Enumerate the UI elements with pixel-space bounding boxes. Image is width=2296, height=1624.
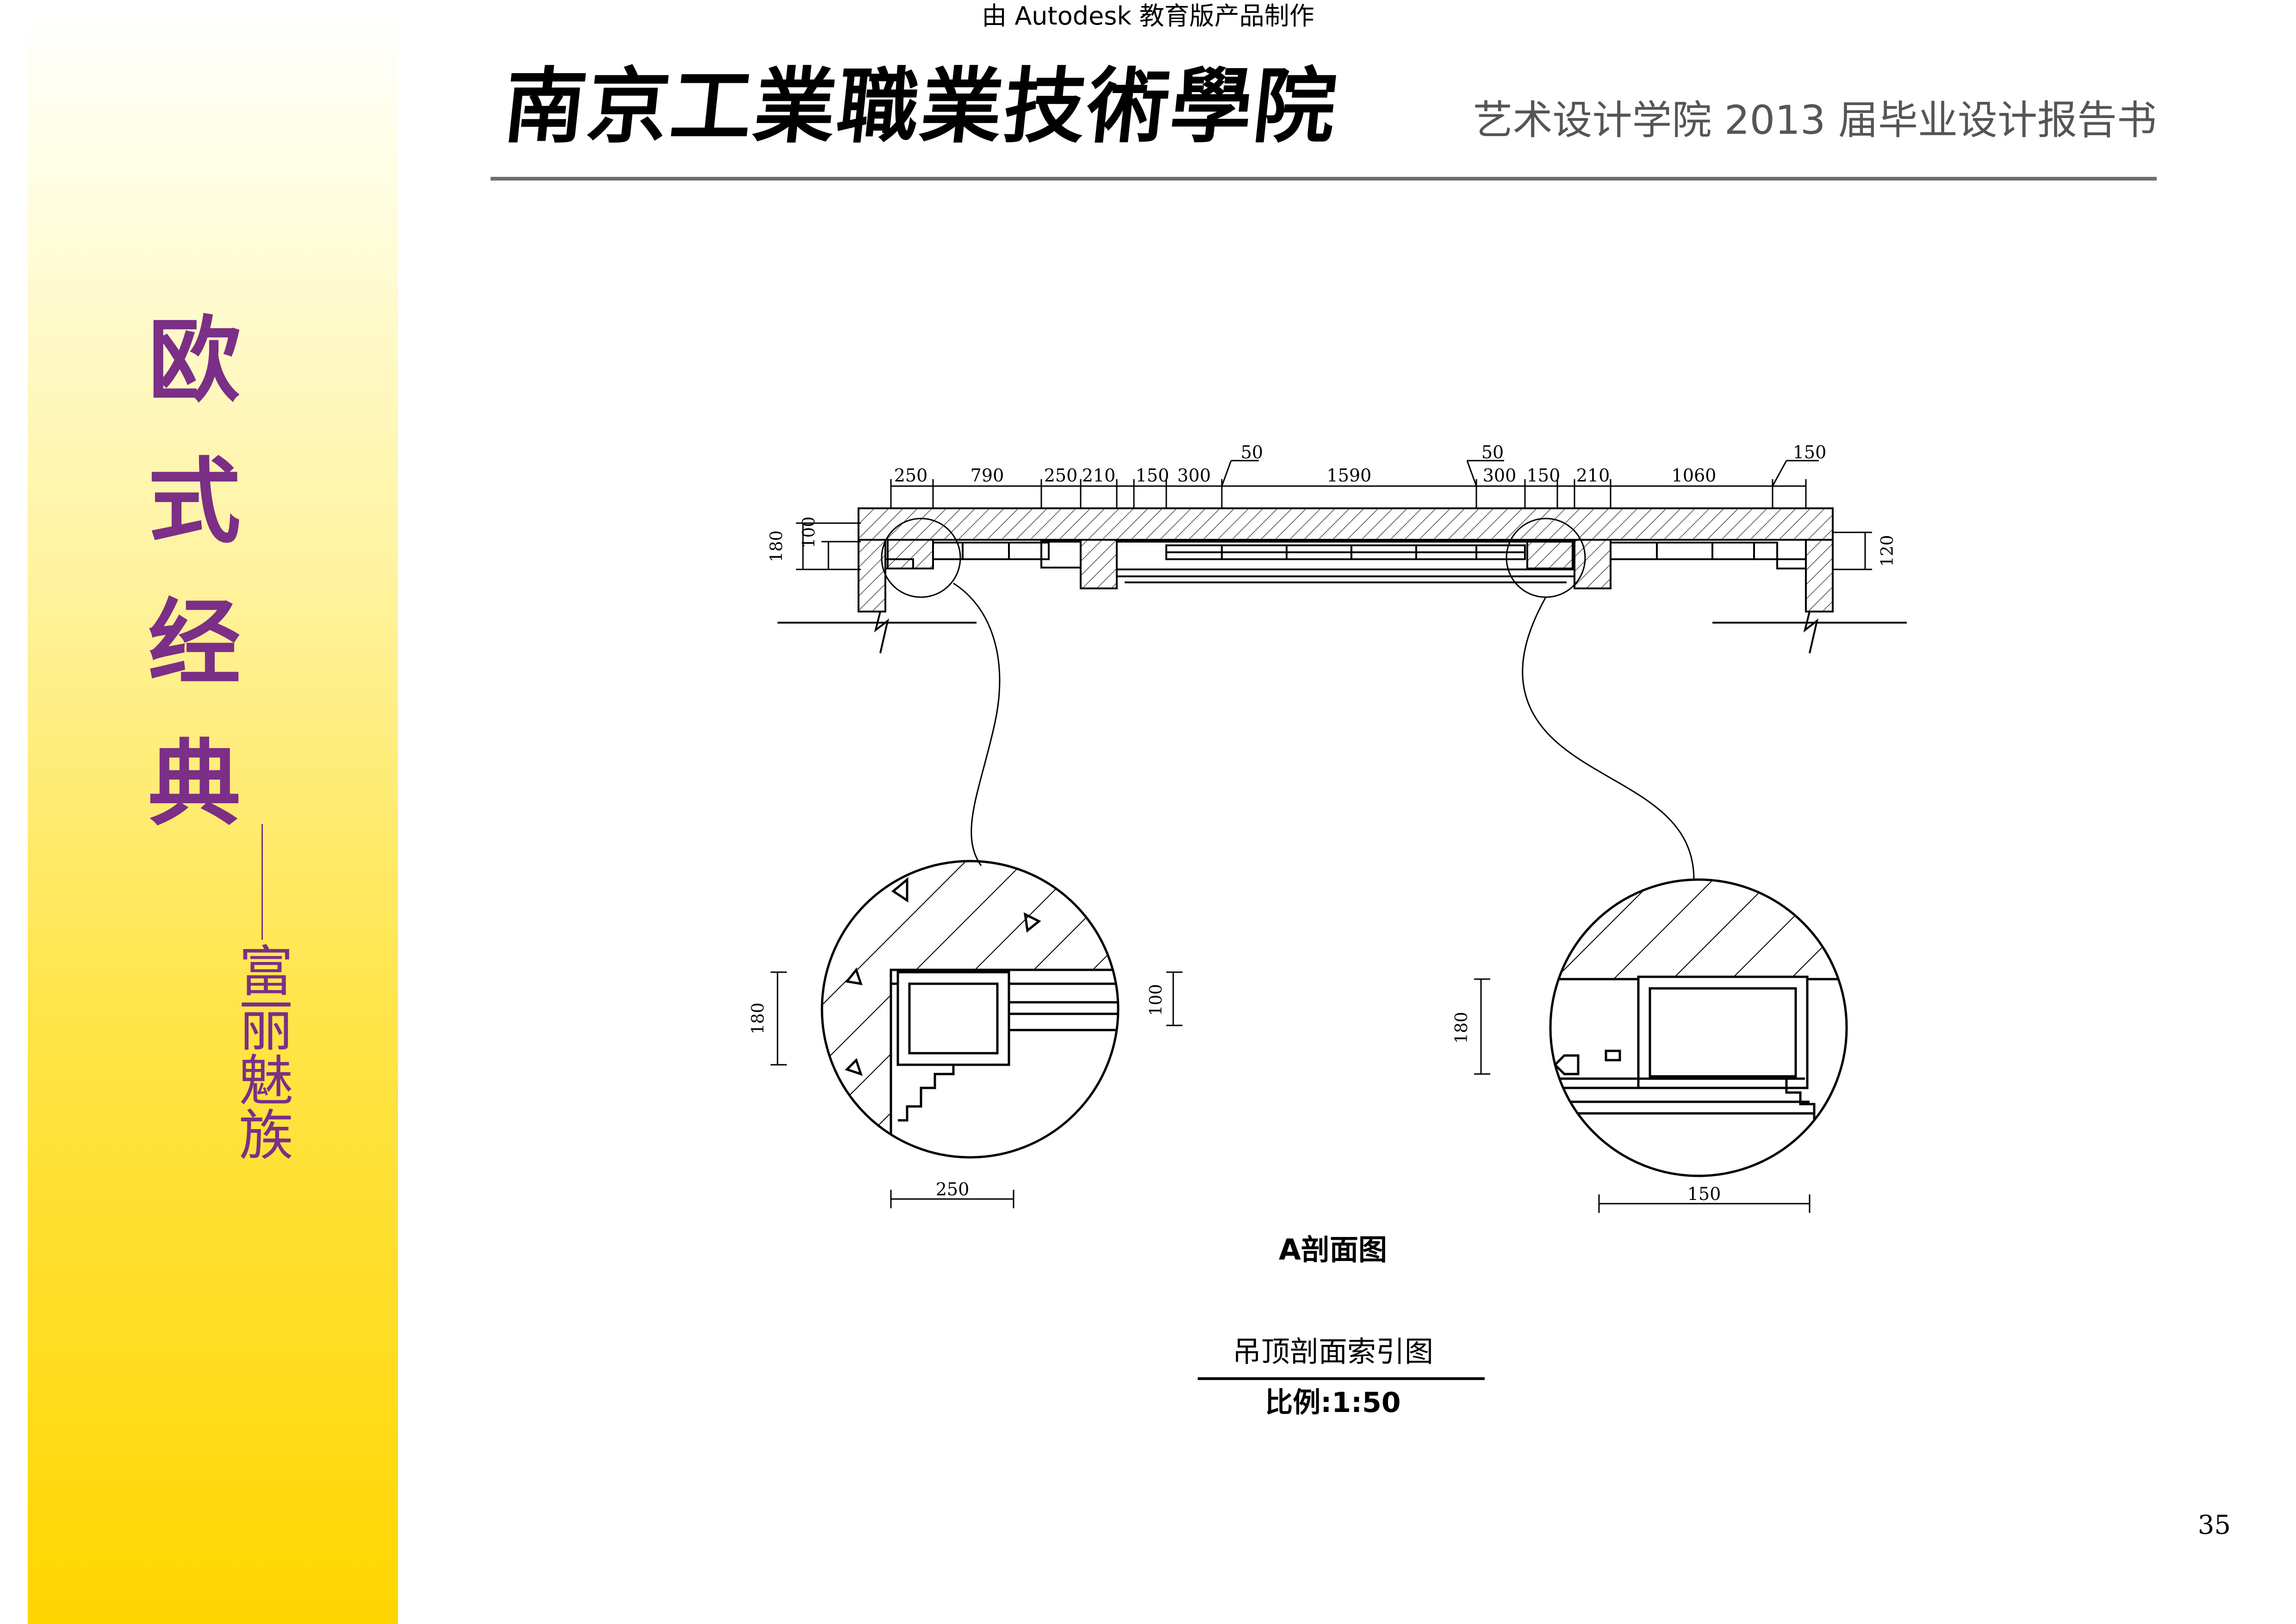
dim-label: 250 [894,465,928,486]
sidebar-dash-line [261,824,263,940]
index-title: 吊顶剖面索引图 [1232,1335,1433,1368]
sidebar-subtitle-char: 丽 [238,994,293,1058]
detail-right [1549,878,1848,1177]
page-number: 35 [2197,1510,2231,1540]
dim-label: 150 [1793,442,1827,462]
detail-callouts [881,518,1695,880]
sidebar-subtitle-char: 富 [238,940,293,1004]
dim-label: 180 [767,531,786,562]
dim-label: 150 [1527,465,1561,486]
scale-label: 比例:1:50 [1265,1387,1401,1419]
sidebar-subtitle-char: 族 [238,1104,293,1168]
sidebar-subtitle-char: 魅 [238,1049,293,1113]
sidebar-title-char: 欧 [148,307,241,415]
side-dimensions [796,522,1872,570]
dim-label: 150 [1136,465,1170,486]
sidebar-title-char: 经 [148,589,241,697]
autodesk-watermark: 由 Autodesk 教育版产品制作 [982,1,1314,31]
top-dimension-labels: 250 790 250 210 150 300 1590 300 150 210… [894,442,1827,486]
dim-label: 250 [1044,465,1078,486]
sidebar-title-char: 典 [148,731,241,838]
dim-label: 150 [1687,1184,1721,1204]
dim-label: 790 [971,465,1004,486]
dim-label: 210 [1576,465,1610,486]
dim-label: 180 [749,1003,768,1035]
sidebar-band [28,0,398,1624]
detail-right-dims [1474,978,1811,1213]
header-rule [491,177,2157,181]
dim-label: 180 [1452,1012,1471,1044]
title-underline [1198,1377,1485,1380]
report-title: 艺术设计学院 2013 届毕业设计报告书 [1473,97,2157,144]
dim-label: 210 [1082,465,1116,486]
dim-label: 50 [1241,442,1263,462]
section-slab [858,507,1834,612]
detail-left [821,860,1120,1159]
dim-label: 300 [1177,465,1211,486]
dim-label: 100 [800,517,819,549]
detail-left-dims [771,971,1182,1208]
dim-label: 250 [936,1179,970,1199]
dim-label: 120 [1878,535,1897,567]
sidebar-title-char: 式 [148,448,241,556]
top-dimension-chain [890,460,1819,508]
section-title: A剖面图 [1279,1233,1387,1267]
floor-lines [778,611,1907,654]
ceiling-boards [884,541,1807,583]
dim-label: 300 [1483,465,1517,486]
dim-label: 50 [1481,442,1504,462]
dim-label: 1060 [1672,465,1717,486]
dim-label: 1590 [1327,465,1372,486]
dim-label: 100 [1147,984,1166,1016]
